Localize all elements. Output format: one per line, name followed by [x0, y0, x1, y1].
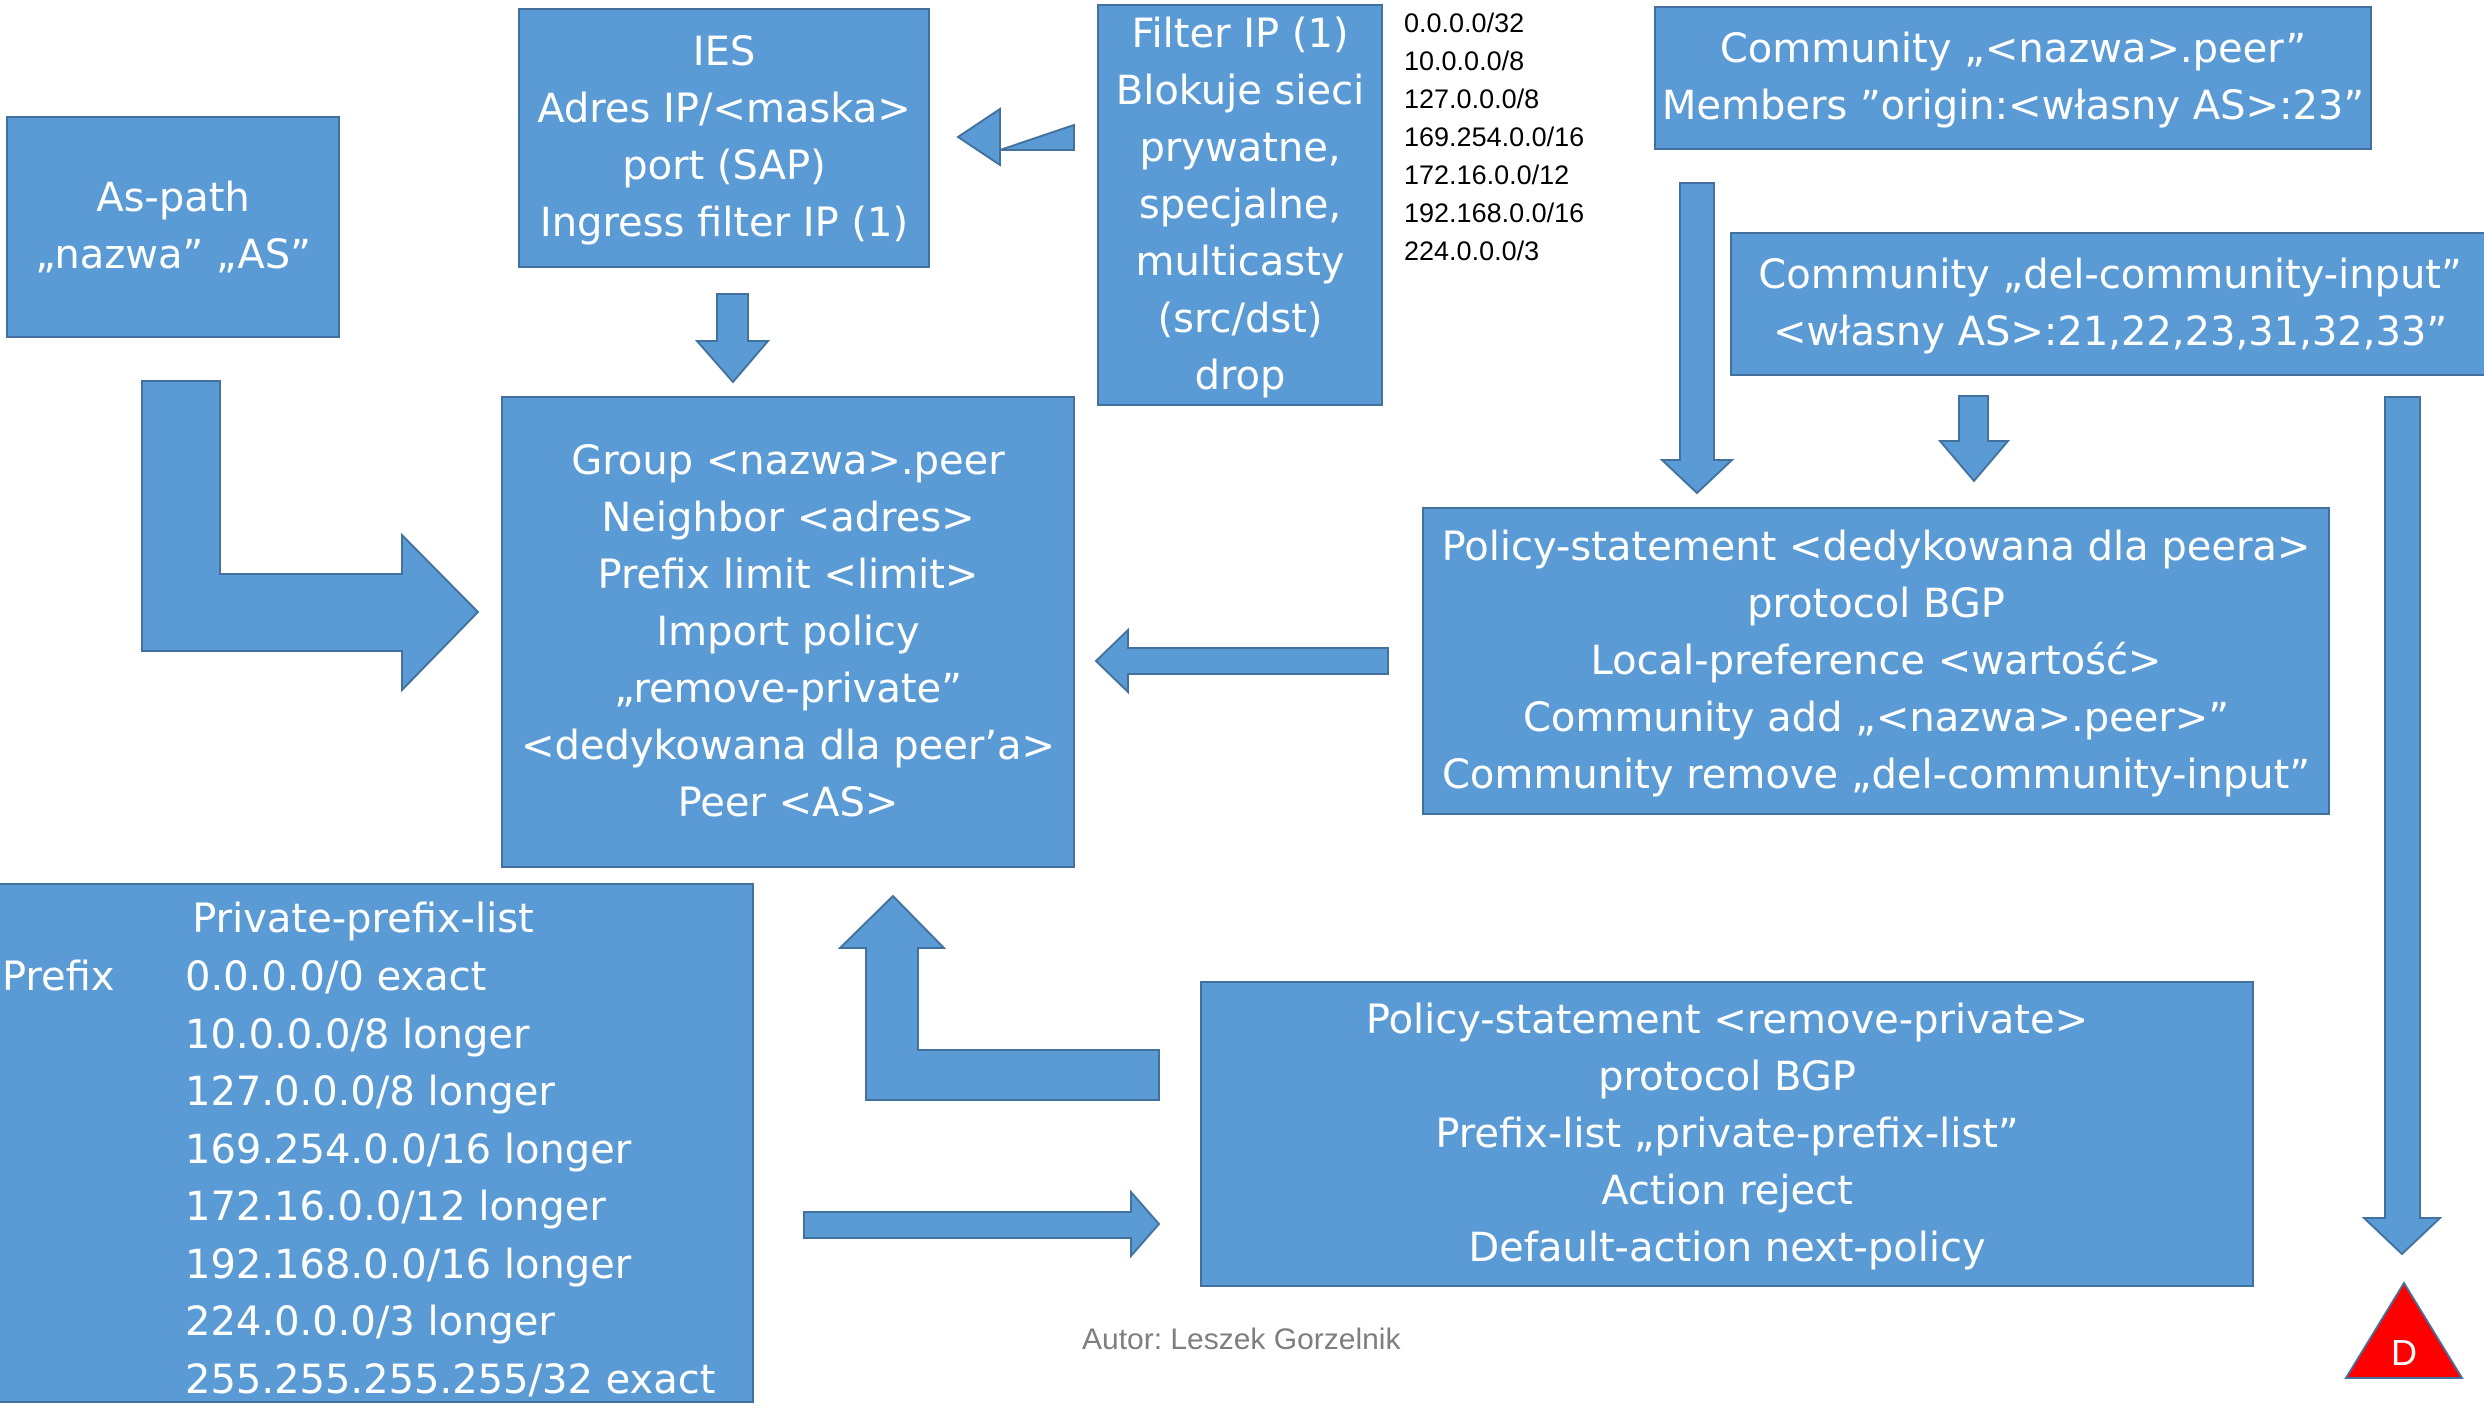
arrow-ies-to-group	[697, 294, 768, 382]
policy-remove-box: Policy-statement <remove-private> protoc…	[1200, 981, 2254, 1287]
arrow-community-peer-to-policy	[1662, 183, 1732, 493]
ies-box: IES Adres IP/<maska> port (SAP) Ingress …	[518, 8, 930, 268]
community-peer-box: Community „<nazwa>.peer” Members ”origin…	[1654, 6, 2372, 150]
prefix-entry: 224.0.0.0/3 longer	[185, 1294, 715, 1352]
arrow-community-del-to-policy	[1940, 396, 2008, 481]
community-del-line: <własny AS>:21,22,23,31,32,33”	[1773, 304, 2447, 361]
prefix-entry: 169.254.0.0/16 longer	[185, 1122, 715, 1180]
filter-ip-line: prywatne,	[1139, 120, 1340, 177]
prefix-entry: 192.168.0.0/16 longer	[185, 1237, 715, 1295]
prefix-entry: 10.0.0.0/8 longer	[185, 1007, 715, 1065]
filter-ip-line: drop	[1195, 348, 1286, 405]
policy-peer-box: Policy-statement <dedykowana dla peera> …	[1422, 507, 2330, 815]
group-line: Peer <AS>	[678, 775, 899, 832]
policy-remove-line: Default-action next-policy	[1468, 1220, 1985, 1277]
policy-peer-line: Local-preference <wartość>	[1591, 633, 2162, 690]
policy-peer-line: Policy-statement <dedykowana dla peera>	[1442, 519, 2311, 576]
as-path-box: As-path „nazwa” „AS”	[6, 116, 340, 338]
group-line: <dedykowana dla peer’a>	[521, 718, 1055, 775]
group-line: Prefix limit <limit>	[598, 547, 979, 604]
group-line: „remove-private”	[614, 661, 962, 718]
group-line: Import policy	[656, 604, 919, 661]
group-line: Group <nazwa>.peer	[571, 433, 1004, 490]
group-line: Neighbor <adres>	[601, 490, 974, 547]
blocked-prefix-item: 224.0.0.0/3	[1404, 232, 1584, 270]
community-peer-line: Community „<nazwa>.peer”	[1720, 21, 2306, 78]
group-box: Group <nazwa>.peer Neighbor <adres> Pref…	[501, 396, 1075, 868]
filter-ip-line: Filter IP (1)	[1131, 6, 1348, 63]
arrow-policy-remove-to-group	[840, 896, 1159, 1100]
prefix-entry: 0.0.0.0/0 exact	[185, 949, 715, 1007]
arrow-as-path-to-group	[142, 381, 478, 690]
blocked-prefix-item: 169.254.0.0/16	[1404, 118, 1584, 156]
marker-label: D	[2346, 1332, 2462, 1374]
blocked-prefix-list: 0.0.0.0/32 10.0.0.0/8 127.0.0.0/8 169.25…	[1404, 4, 1584, 270]
policy-remove-line: protocol BGP	[1598, 1049, 1856, 1106]
as-path-line: As-path	[96, 170, 250, 227]
private-prefix-list-box: Private-prefix-list Prefix 0.0.0.0/0 exa…	[0, 883, 754, 1403]
as-path-line: „nazwa” „AS”	[35, 227, 311, 284]
filter-ip-line: multicasty	[1136, 234, 1345, 291]
arrow-prefix-list-to-policy-remove	[804, 1192, 1159, 1256]
blocked-prefix-item: 192.168.0.0/16	[1404, 194, 1584, 232]
policy-remove-line: Prefix-list „private-prefix-list”	[1435, 1106, 2018, 1163]
community-del-box: Community „del-community-input” <własny …	[1730, 232, 2484, 376]
prefix-entry: 255.255.255.255/32 exact	[185, 1352, 715, 1409]
author-caption: Autor: Leszek Gorzelnik	[1082, 1323, 1400, 1357]
ies-line: Ingress filter IP (1)	[540, 195, 908, 252]
blocked-prefix-item: 0.0.0.0/32	[1404, 4, 1584, 42]
policy-remove-line: Policy-statement <remove-private>	[1366, 992, 2088, 1049]
filter-ip-line: specjalne,	[1139, 177, 1341, 234]
filter-ip-line: (src/dst)	[1158, 291, 1323, 348]
arrow-policy-peer-to-group	[1096, 630, 1388, 692]
ies-line: port (SAP)	[622, 138, 826, 195]
prefix-entry: 172.16.0.0/12 longer	[185, 1179, 715, 1237]
ies-line: IES	[693, 24, 755, 81]
arrow-community-del-down	[2364, 397, 2440, 1254]
policy-peer-line: protocol BGP	[1747, 576, 2005, 633]
community-del-line: Community „del-community-input”	[1758, 247, 2461, 304]
blocked-prefix-item: 10.0.0.0/8	[1404, 42, 1584, 80]
policy-peer-line: Community add „<nazwa>.peer>”	[1523, 690, 2229, 747]
community-peer-line: Members ”origin:<własny AS>:23”	[1662, 78, 2364, 135]
prefix-entry: 127.0.0.0/8 longer	[185, 1064, 715, 1122]
filter-ip-line: Blokuje sieci	[1116, 63, 1364, 120]
policy-peer-line: Community remove „del-community-input”	[1442, 747, 2310, 804]
blocked-prefix-item: 172.16.0.0/12	[1404, 156, 1584, 194]
ies-line: Adres IP/<maska>	[537, 81, 911, 138]
filter-ip-box: Filter IP (1) Blokuje sieci prywatne, sp…	[1097, 4, 1383, 406]
prefix-entries: 0.0.0.0/0 exact 10.0.0.0/8 longer 127.0.…	[185, 949, 715, 1409]
arrow-filter-to-ies	[958, 109, 1074, 165]
blocked-prefix-item: 127.0.0.0/8	[1404, 80, 1584, 118]
prefix-label: Prefix	[2, 949, 114, 1007]
private-prefix-list-title: Private-prefix-list	[0, 891, 744, 949]
policy-remove-line: Action reject	[1601, 1163, 1853, 1220]
